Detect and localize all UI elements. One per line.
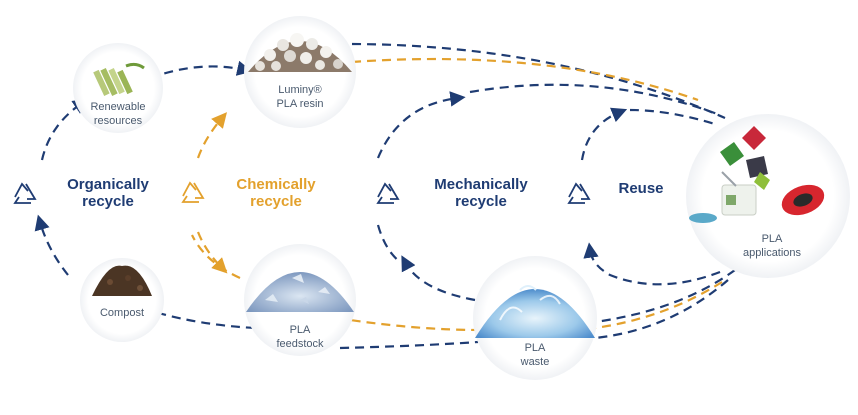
- resin-label-line2: PLA resin: [276, 98, 323, 110]
- connectors: [34, 42, 736, 350]
- connector-resin-to-applications-orange: [351, 57, 699, 102]
- organic-label-line1: Organically: [67, 176, 149, 193]
- node-waste: PLA waste: [473, 256, 597, 380]
- connector-feedstock-to-compost: [154, 310, 256, 330]
- feedstock-label-line2: feedstock: [276, 338, 324, 350]
- connector-reuse-top: [580, 107, 628, 161]
- sugarcane-icon: [93, 62, 145, 96]
- connector-apps-to-reuse-bottom: [583, 242, 721, 286]
- node-feedstock: PLA feedstock: [244, 244, 356, 356]
- renewable-label-line2: resources: [94, 115, 143, 127]
- connector-waste-to-feedstock-orange: [349, 318, 481, 332]
- node-applications: PLA applications: [686, 114, 850, 278]
- compost-label: Compost: [100, 307, 144, 319]
- connector-mech-top-right: [469, 83, 721, 117]
- connector-mech-top: [376, 91, 466, 159]
- connector-renewable-to-resin: [149, 60, 253, 80]
- waste-label-line1: PLA: [525, 342, 546, 354]
- organic-label-line2: recycle: [82, 193, 134, 210]
- soil-pile-icon: [92, 265, 152, 296]
- waste-label-line2: waste: [520, 356, 550, 368]
- renewable-label-line1: Renewable: [90, 101, 145, 113]
- connector-resin-to-renewable-left: [40, 98, 89, 161]
- resin-label-line1: Luminy®: [278, 84, 322, 96]
- crushed-flakes-icon: [246, 272, 354, 312]
- connector-mech-bottom: [401, 255, 476, 302]
- connector-chem-arrow-down: [196, 231, 228, 274]
- node-renewable: Renewable resources: [73, 43, 163, 133]
- recycle-icon: [376, 182, 400, 204]
- cycle-chemical: Chemically recycle: [181, 176, 316, 210]
- cycle-organic: Organically recycle: [13, 176, 150, 210]
- recycle-icon: [181, 181, 205, 203]
- chemical-label-line1: Chemically: [236, 176, 316, 193]
- plastic-waste-icon: [475, 285, 595, 338]
- applications-label-line2: applications: [743, 247, 802, 259]
- applications-label-line1: PLA: [762, 233, 783, 245]
- feedstock-label-line1: PLA: [290, 324, 311, 336]
- connector-apps-to-waste-1: [594, 269, 736, 324]
- connector-apps-to-waste-orange: [594, 281, 723, 330]
- connector-mech-left: [376, 224, 401, 263]
- recycle-icon: [13, 182, 37, 204]
- connector-resin-to-applications-top: [351, 42, 726, 120]
- recycle-icon: [567, 182, 591, 204]
- capsules-cup-mouse-icon: [689, 126, 825, 223]
- mechanical-label-line2: recycle: [455, 193, 507, 210]
- connector-reuse-to-apps: [629, 108, 719, 127]
- cycle-reuse: Reuse: [567, 180, 664, 204]
- reuse-label: Reuse: [618, 180, 663, 197]
- mechanical-label-line1: Mechanically: [434, 176, 528, 193]
- chemical-label-line2: recycle: [250, 193, 302, 210]
- connector-waste-to-feedstock-bottom: [339, 340, 479, 350]
- pla-pellets-icon: [248, 33, 352, 72]
- node-compost: Compost: [80, 258, 164, 342]
- cycle-mechanical: Mechanically recycle: [376, 176, 528, 210]
- connector-chem-up: [196, 112, 227, 159]
- node-resin: Luminy® PLA resin: [244, 16, 356, 128]
- connector-compost-up: [34, 214, 69, 276]
- connector-apps-to-waste-2: [594, 279, 729, 340]
- connector-feedstock-chem: [191, 234, 241, 280]
